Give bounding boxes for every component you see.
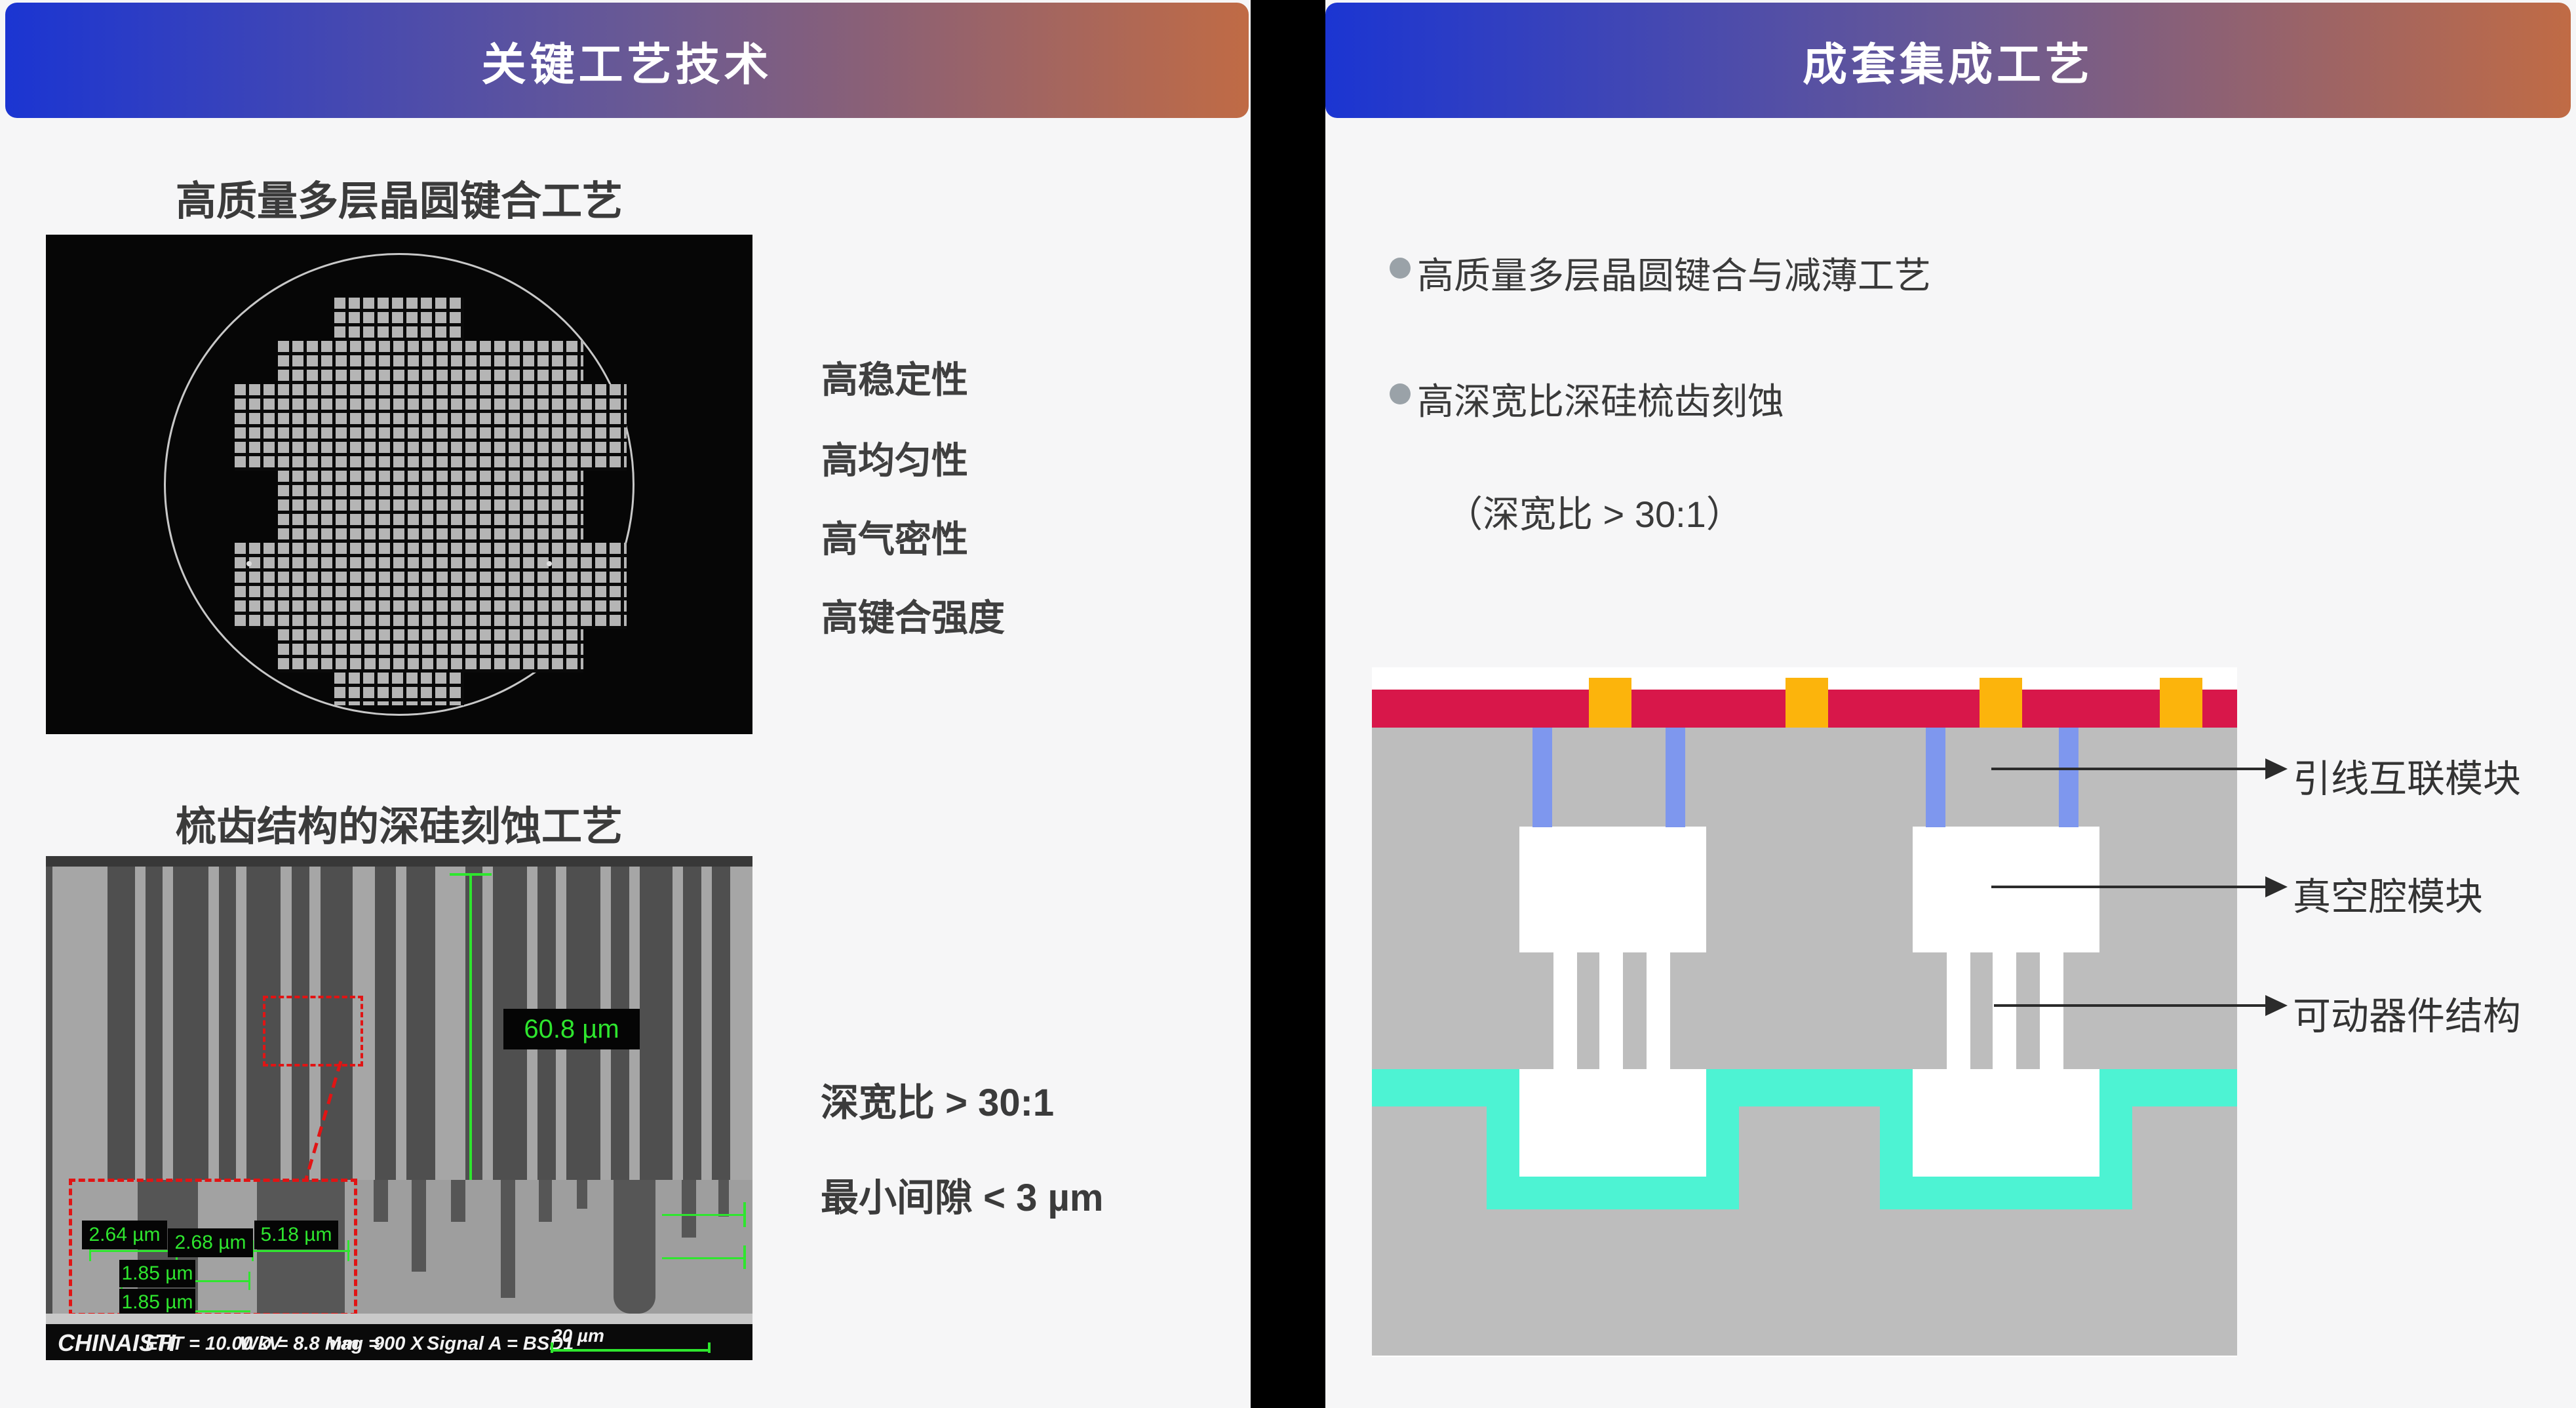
sem-tooth — [614, 1180, 655, 1314]
sem-right-measure-line — [662, 1214, 746, 1216]
wafer-die-band — [235, 384, 627, 471]
feature-strength: 高键合强度 — [821, 597, 1005, 638]
sem-gap-label-5: 1.85 µm — [119, 1289, 195, 1316]
sem-tooth — [539, 1180, 552, 1222]
spec-aspect-ratio: 深宽比 > 30:1 — [821, 1082, 1055, 1124]
callout-line-vacuum-cavity — [1991, 886, 2265, 888]
sem-tooth — [718, 1180, 729, 1217]
wafer-mark-left — [246, 561, 252, 566]
right-panel-header: 成套集成工艺 — [1325, 3, 2571, 118]
comb-finger-slot — [1947, 952, 1970, 1087]
bullet-icon — [1390, 383, 1411, 404]
sem-gap-label-4: 1.85 µm — [119, 1260, 195, 1287]
interconnect-via-blue — [2059, 728, 2078, 827]
wafer-bonding-image — [46, 235, 752, 734]
wafer-die-band — [278, 341, 583, 384]
wafer-die-band — [278, 629, 583, 673]
sem-gap-label-2: 2.68 µm — [168, 1228, 253, 1257]
sem-gap-label-1: 2.64 µm — [82, 1221, 167, 1249]
wafer-edge-ring — [164, 253, 634, 716]
sem-depth-label: 60.8 µm — [503, 1009, 640, 1049]
lower-vacuum-cavity — [1913, 1069, 2099, 1177]
sem-tooth — [682, 1180, 696, 1238]
sem-gap-tick — [347, 1240, 349, 1261]
comb-finger-slot — [1553, 952, 1577, 1087]
upper-vacuum-cavity — [1519, 827, 1706, 952]
wafer-die-band — [334, 673, 464, 705]
sem-top-strip — [46, 856, 752, 867]
sem-tooth — [374, 1180, 388, 1222]
comb-finger-slot — [1993, 952, 2016, 1087]
sem-tooth — [501, 1180, 515, 1298]
bullet-note: （深宽比 > 30:1） — [1446, 494, 1743, 535]
sem-zoom-source-box — [263, 996, 363, 1066]
callout-arrowhead — [2265, 876, 2288, 897]
comb-finger-slot — [1647, 952, 1670, 1087]
sem-mag-label: Mag = — [325, 1333, 380, 1354]
interconnect-via-blue — [1666, 728, 1685, 827]
left-panel-title: 关键工艺技术 — [481, 39, 773, 90]
sem-scale-bar — [551, 1349, 711, 1352]
sem-footer-bar: CHINAISTI EHT = 10.00 kV WD = 8.8 mm Mag… — [46, 1324, 752, 1360]
bullet-etching: 高深宽比深硅梳齿刻蚀 — [1417, 381, 1784, 422]
interconnect-via-blue — [1532, 728, 1552, 827]
left-panel-header: 关键工艺技术 — [5, 3, 1249, 118]
callout-line-interconnect — [1991, 768, 2265, 770]
substrate-gray-body — [1372, 728, 2237, 1356]
bullet-icon — [1390, 258, 1411, 279]
upper-vacuum-cavity — [1913, 827, 2099, 952]
bond-pad-yellow — [2160, 678, 2202, 728]
bond-pad-yellow — [1589, 678, 1631, 728]
right-panel-title: 成套集成工艺 — [1802, 39, 2094, 90]
sem-depth-line — [469, 873, 472, 1320]
sem-mag-value: 900 X — [374, 1333, 423, 1354]
feature-hermeticity: 高气密性 — [821, 518, 968, 560]
bullet-bonding: 高质量多层晶圆键合与减薄工艺 — [1417, 255, 1931, 296]
sem-gap-tick — [248, 1272, 250, 1290]
sem-eht: EHT = 10.00 kV — [146, 1333, 282, 1354]
integration-cross-section-diagram — [1372, 667, 2237, 1357]
label-movable-device-structure: 可动器件结构 — [2293, 995, 2522, 1038]
sem-gap-label-3: 5.18 µm — [254, 1221, 338, 1249]
bonding-section-title: 高质量多层晶圆键合工艺 — [175, 179, 623, 224]
sem-signal: Signal A = BSD1 — [427, 1333, 574, 1354]
sem-gap-tick — [89, 1240, 91, 1261]
spec-min-gap: 最小间隙 < 3 µm — [821, 1177, 1104, 1219]
comb-finger-slot — [2040, 952, 2063, 1087]
sem-scale-label: 20 µm — [552, 1325, 604, 1346]
feature-uniformity: 高均匀性 — [821, 440, 968, 481]
interconnect-via-blue — [1926, 728, 1945, 827]
sem-brand: CHINAISTI — [58, 1329, 176, 1356]
sem-footer-strip — [46, 1314, 752, 1324]
sem-tooth — [577, 1180, 587, 1209]
wafer-die-band — [278, 471, 583, 543]
bond-pad-yellow — [1980, 678, 2022, 728]
sem-scale-tick — [551, 1342, 553, 1353]
callout-line-movable-structure — [1994, 1004, 2265, 1007]
sem-zoom-finger — [345, 1180, 354, 1314]
sem-scale-tick — [708, 1342, 711, 1353]
label-vacuum-cavity-module: 真空腔模块 — [2293, 876, 2484, 918]
sem-comb-teeth-area — [354, 1180, 752, 1314]
sem-tooth — [412, 1180, 426, 1272]
callout-arrowhead — [2265, 995, 2288, 1016]
callout-arrowhead — [2265, 758, 2288, 779]
sem-wd: WD = 8.8 mm — [240, 1333, 359, 1354]
wafer-mark-right — [547, 561, 552, 566]
sem-depth-cap-top — [450, 873, 492, 876]
sem-right-measure-tick — [743, 1245, 746, 1269]
comb-finger-slot — [1599, 952, 1623, 1087]
sem-tooth — [451, 1180, 465, 1222]
sem-etching-image: 60.8 µm 2.64 µm 2.68 µm 5.18 µm 1.85 µm … — [46, 856, 752, 1360]
sem-right-measure-tick — [743, 1202, 746, 1227]
wafer-die-band — [235, 543, 627, 629]
wafer-die-band — [334, 298, 464, 341]
feature-stability: 高稳定性 — [821, 359, 968, 401]
bond-pad-yellow — [1786, 678, 1828, 728]
etching-section-title: 梳齿结构的深硅刻蚀工艺 — [175, 804, 623, 850]
lower-vacuum-cavity — [1519, 1069, 1706, 1177]
sem-right-measure-line — [662, 1257, 746, 1259]
panel-divider — [1251, 0, 1325, 1408]
label-interconnect-module: 引线互联模块 — [2293, 758, 2522, 800]
